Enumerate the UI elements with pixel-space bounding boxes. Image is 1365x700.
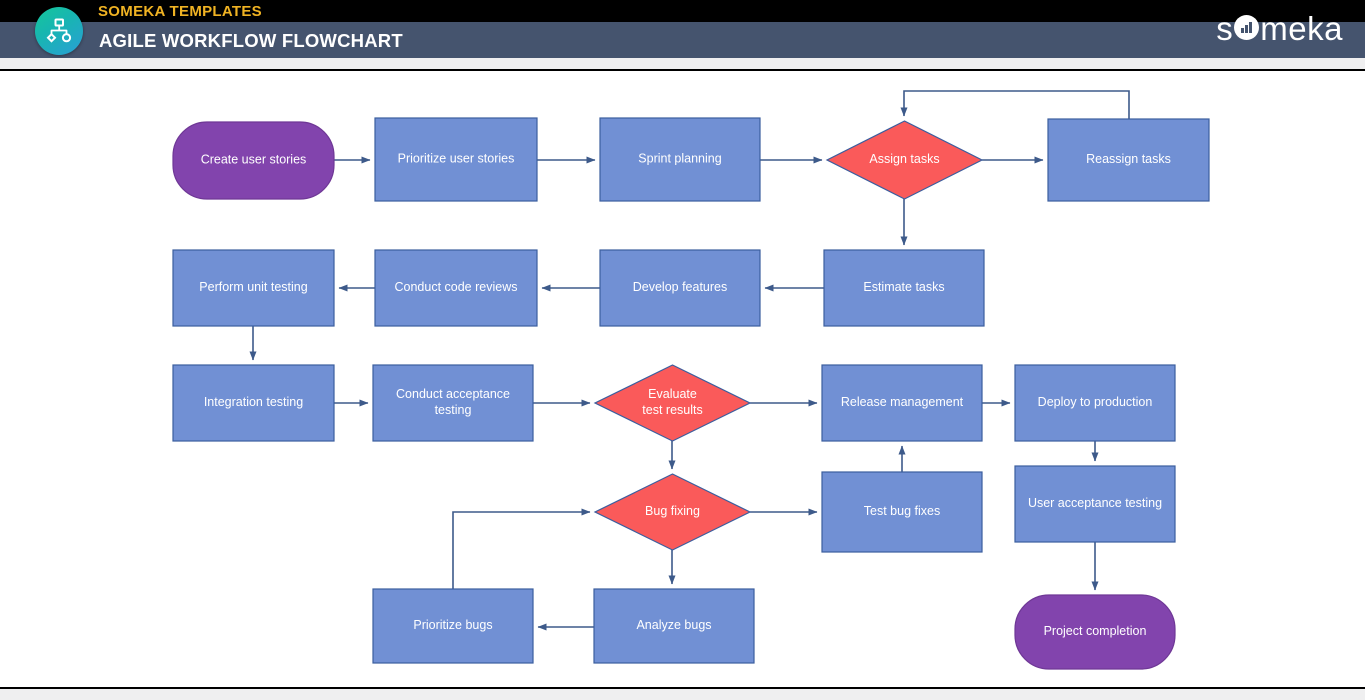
flow-node-label-prioritize-user-stories: Prioritize user stories xyxy=(398,152,515,166)
flow-node-perform-unit-testing[interactable]: Perform unit testing xyxy=(172,249,335,327)
flow-node-conduct-code-reviews[interactable]: Conduct code reviews xyxy=(374,249,538,327)
e-reassign-loop-to-assign xyxy=(900,90,1130,119)
someka-wordmark: s meka xyxy=(1216,10,1343,48)
header-divider-gray xyxy=(0,58,1365,69)
flow-node-shape-process xyxy=(823,249,985,327)
e-prioritizebugs-to-bugfixing xyxy=(452,508,591,589)
flow-node-reassign-tasks[interactable]: Reassign tasks xyxy=(1047,118,1210,202)
flow-node-shape-terminator xyxy=(172,121,335,200)
flow-node-label-develop-features: Develop features xyxy=(633,280,728,294)
flow-node-shape-decision xyxy=(593,473,752,551)
flowchart-edges xyxy=(249,90,1130,631)
flow-node-shape-process xyxy=(1014,364,1176,442)
flow-node-shape-process xyxy=(599,249,761,327)
templates-label: SOMEKA TEMPLATES xyxy=(98,3,262,20)
someka-wordmark-prefix: s xyxy=(1216,10,1234,47)
someka-brand-logo-icon xyxy=(35,7,83,55)
flow-node-prioritize-bugs[interactable]: Prioritize bugs xyxy=(372,588,534,664)
flow-node-shape-process xyxy=(1014,465,1176,543)
flow-node-project-completion[interactable]: Project completion xyxy=(1014,594,1176,670)
flow-node-integration-testing[interactable]: Integration testing xyxy=(172,364,335,442)
flow-node-shape-process xyxy=(821,471,983,553)
flowchart-svg: Create user stories Prioritize user stori… xyxy=(172,90,1210,670)
flow-node-assign-tasks[interactable]: Assign tasks xyxy=(825,120,984,200)
flow-node-label-analyze-bugs: Analyze bugs xyxy=(636,618,711,632)
flow-node-shape-process xyxy=(172,249,335,327)
flow-node-sprint-planning[interactable]: Sprint planning xyxy=(599,117,761,202)
flow-node-shape-terminator xyxy=(1014,594,1176,670)
flow-node-prioritize-user-stories[interactable]: Prioritize user stories xyxy=(374,117,538,202)
flowchart-canvas: Create user stories Prioritize user stori… xyxy=(0,71,1365,687)
flow-node-shape-decision xyxy=(593,364,752,442)
flow-node-label-release-management: Release management xyxy=(841,395,964,409)
someka-wordmark-suffix: meka xyxy=(1260,10,1343,47)
flow-node-shape-process xyxy=(374,249,538,327)
flow-node-label-bug-fixing: Bug fixing xyxy=(645,504,700,518)
flow-node-shape-process xyxy=(372,588,534,664)
flow-node-shape-process xyxy=(1047,118,1210,202)
flow-node-label-sprint-planning: Sprint planning xyxy=(638,152,721,166)
flow-node-shape-process xyxy=(374,117,538,202)
flow-node-develop-features[interactable]: Develop features xyxy=(599,249,761,327)
flow-node-label-project-completion: Project completion xyxy=(1044,624,1147,638)
header-top-strip xyxy=(0,0,1365,22)
flow-node-label-prioritize-bugs: Prioritize bugs xyxy=(413,618,492,632)
flow-node-analyze-bugs[interactable]: Analyze bugs xyxy=(593,588,755,664)
flow-node-shape-process xyxy=(372,364,534,442)
footer-strip xyxy=(0,689,1365,700)
flow-node-label-test-bug-fixes: Test bug fixes xyxy=(864,504,940,518)
flow-node-label-create-user-stories: Create user stories xyxy=(201,153,307,167)
header-divider-line xyxy=(0,69,1365,71)
chart-bars-icon xyxy=(1234,15,1260,40)
page-title: AGILE WORKFLOW FLOWCHART xyxy=(99,30,403,51)
flow-node-test-bug-fixes[interactable]: Test bug fixes xyxy=(821,471,983,553)
flow-node-shape-process xyxy=(593,588,755,664)
flow-node-label-assign-tasks: Assign tasks xyxy=(869,152,939,166)
flow-node-user-acceptance-testing[interactable]: User acceptance testing xyxy=(1014,465,1176,543)
flow-node-shape-process xyxy=(599,117,761,202)
flow-node-label-perform-unit-testing: Perform unit testing xyxy=(199,280,307,294)
flow-node-label-integration-testing: Integration testing xyxy=(204,395,303,409)
flow-node-label-deploy-to-production: Deploy to production xyxy=(1038,395,1153,409)
flow-node-shape-decision xyxy=(825,120,984,200)
flow-node-create-user-stories[interactable]: Create user stories xyxy=(172,121,335,200)
flow-node-release-management[interactable]: Release management xyxy=(821,364,983,442)
flow-node-shape-process xyxy=(172,364,335,442)
flow-node-deploy-to-production[interactable]: Deploy to production xyxy=(1014,364,1176,442)
flow-node-estimate-tasks[interactable]: Estimate tasks xyxy=(823,249,985,327)
flow-node-label-conduct-code-reviews: Conduct code reviews xyxy=(395,280,518,294)
flow-node-label-user-acceptance-testing: User acceptance testing xyxy=(1028,496,1162,510)
flowchart-nodes: Create user stories Prioritize user stori… xyxy=(172,117,1210,670)
flow-node-label-reassign-tasks: Reassign tasks xyxy=(1086,152,1171,166)
flow-node-shape-process xyxy=(821,364,983,442)
flow-node-bug-fixing[interactable]: Bug fixing xyxy=(593,473,752,551)
footer-divider-line xyxy=(0,687,1365,689)
flow-node-label-estimate-tasks: Estimate tasks xyxy=(863,280,944,294)
